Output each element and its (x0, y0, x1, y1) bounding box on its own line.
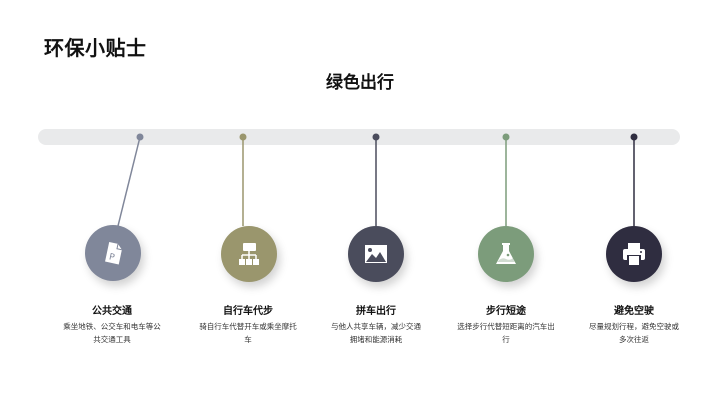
sitemap-icon (239, 243, 259, 265)
timeline-node-walking (478, 226, 534, 282)
timeline-node-bicycle (221, 226, 277, 282)
item-title: 自行车代步 (223, 306, 273, 317)
timeline-node-public-transport: P (85, 225, 141, 281)
printer-icon (623, 243, 645, 266)
flask-icon (496, 243, 516, 264)
item-title: 公共交通 (92, 306, 132, 317)
item-description: 尽量规划行程，避免空驶或多次往返 (589, 322, 679, 344)
item-description: 乘坐地铁、公交车和电车等公共交通工具 (63, 322, 161, 344)
section-subtitle: 绿色出行 (326, 73, 394, 93)
item-description: 与他人共享车辆，减少交通拥堵和能源消耗 (331, 322, 421, 344)
svg-text:P: P (108, 252, 116, 263)
item-description: 骑自行车代替开车或乘坐摩托车 (199, 322, 297, 344)
item-title: 避免空驶 (614, 306, 654, 317)
page-title: 环保小贴士 (44, 36, 147, 60)
item-title: 步行短途 (486, 306, 526, 317)
item-title: 拼车出行 (356, 306, 396, 317)
document-p-icon: P (105, 241, 122, 265)
image-icon (365, 245, 387, 263)
timeline-node-avoid-empty (606, 226, 662, 282)
timeline-track (38, 129, 680, 145)
item-description: 选择步行代替短距离的汽车出行 (457, 322, 555, 344)
timeline-node-carpool (348, 226, 404, 282)
